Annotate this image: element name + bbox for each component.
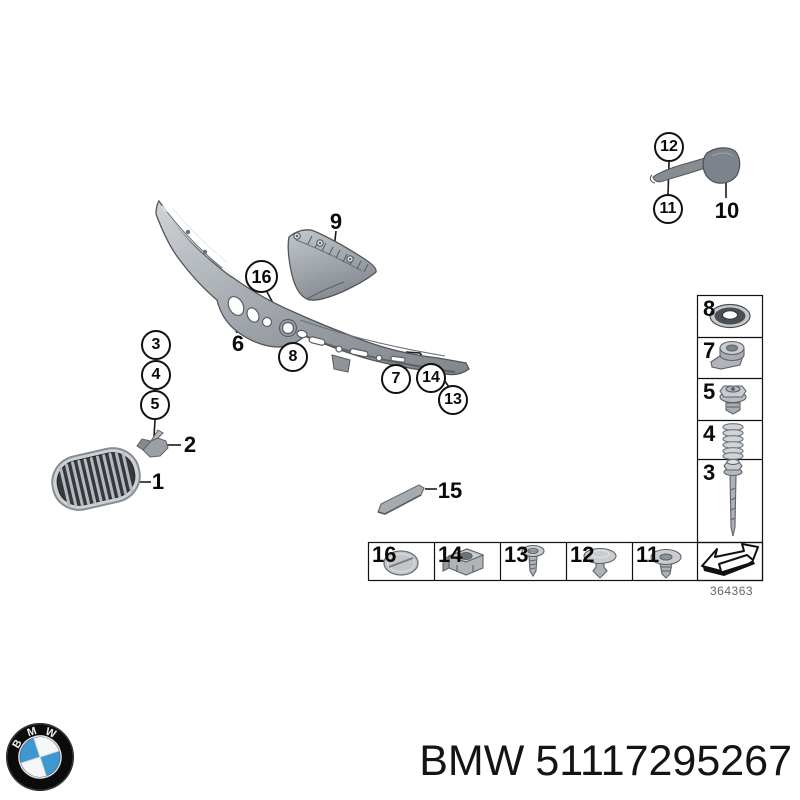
- legend-cell-5: 5: [703, 379, 716, 404]
- direction-arrow-icon: [701, 543, 759, 576]
- grille-drawing: [51, 447, 141, 511]
- long-screw-icon: [723, 458, 743, 537]
- callout-13: 13: [438, 385, 468, 415]
- callout-12: 12: [654, 132, 684, 162]
- legend-cell-4: 4: [703, 421, 716, 446]
- callout-14: 14: [416, 363, 446, 393]
- cage-nut-icon: [442, 548, 485, 576]
- drawing-id: 364363: [710, 584, 754, 598]
- clip-drawing: [136, 429, 169, 458]
- legend-cell-8: 8: [703, 296, 716, 321]
- trim-strip-drawing: [377, 484, 425, 515]
- expanding-rivet-icon: [650, 548, 682, 579]
- callout-4: 4: [141, 360, 171, 390]
- callout-5: 5: [140, 390, 170, 420]
- part-number-text: 51117295267: [535, 737, 792, 785]
- legend-cell-14: 14: [438, 542, 463, 567]
- grommet-icon: [710, 340, 745, 370]
- callout-11: 11: [653, 194, 683, 224]
- brand-text: BMW: [419, 737, 525, 785]
- screw-icon: [521, 544, 545, 578]
- legend-cell-13: 13: [504, 542, 529, 567]
- bmw-roundel-logo: B M W: [6, 723, 74, 791]
- washer-icon: [709, 303, 751, 329]
- label-6: 6: [231, 331, 245, 356]
- legend-cell-12: 12: [570, 542, 595, 567]
- callout-3: 3: [141, 330, 171, 360]
- plug-screw-icon: [719, 385, 747, 415]
- label-9: 9: [329, 209, 343, 234]
- legend-cell-7: 7: [703, 338, 716, 363]
- legend-grid: [367, 294, 764, 582]
- side-cover-drawing: [287, 229, 377, 301]
- spring-icon: [722, 422, 744, 461]
- label-2: 2: [183, 432, 197, 457]
- legend-cell-11: 11: [636, 542, 660, 567]
- cap-plug-icon: [383, 550, 419, 576]
- label-1: 1: [151, 469, 165, 494]
- leader-lines: [139, 161, 727, 490]
- logo-letter-m: M: [26, 725, 38, 739]
- callout-16: 16: [245, 260, 278, 293]
- callout-8: 8: [278, 342, 308, 372]
- legend-cell-3: 3: [703, 460, 716, 485]
- label-15: 15: [437, 478, 463, 503]
- legend-cell-16: 16: [372, 542, 397, 567]
- callout-7: 7: [381, 364, 411, 394]
- rivet-clip-icon: [583, 547, 617, 579]
- cowl-panel-drawing: [155, 199, 470, 376]
- label-10: 10: [714, 198, 740, 223]
- sealing-strip-drawing: [649, 147, 741, 184]
